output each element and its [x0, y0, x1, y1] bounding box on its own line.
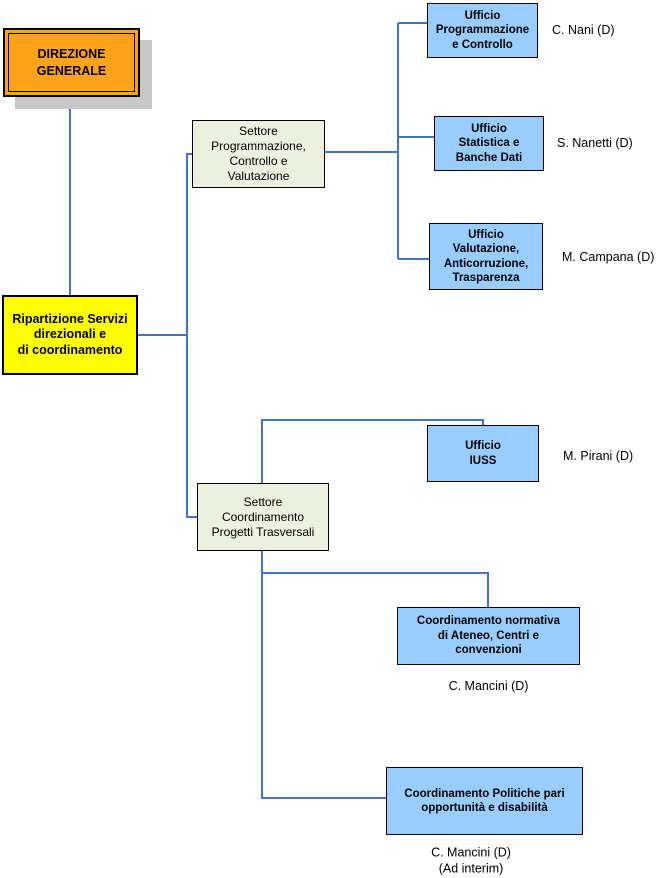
connector-branch-normativa: [262, 572, 489, 607]
node-settore-programmazione: Settore Programmazione, Controllo e Valu…: [192, 120, 325, 188]
manager-ufficio-programmazione: C. Nani (D): [552, 23, 615, 38]
node-settore-coordinamento: Settore Coordinamento Progetti Trasversa…: [197, 483, 329, 551]
node-ufficio-valutazione-anticorruzione: Ufficio Valutazione, Anticorruzione, Tra…: [429, 223, 543, 290]
manager-coordinamento-normativa: C. Mancini (D): [448, 679, 529, 694]
connector-left-trunk: [186, 153, 197, 518]
node-coordinamento-politiche: Coordinamento Politiche pari opportunità…: [386, 767, 583, 835]
manager-coordinamento-politiche: C. Mancini (D) (Ad interim): [431, 845, 511, 875]
node-coordinamento-normativa: Coordinamento normativa di Ateneo, Centr…: [397, 607, 580, 665]
node-direzione-generale-label: DIREZIONE GENERALE: [8, 33, 135, 92]
node-direzione-generale: DIREZIONE GENERALE: [3, 28, 140, 97]
node-ufficio-iuss: Ufficio IUSS: [427, 425, 539, 482]
manager-ufficio-statistica: S. Nanetti (D): [557, 136, 633, 151]
node-ufficio-statistica-banche-dati: Ufficio Statistica e Banche Dati: [434, 116, 544, 171]
node-ufficio-programmazione-controllo: Ufficio Programmazione e Controllo: [427, 3, 538, 58]
connector-settore2-politiche: [261, 551, 386, 799]
manager-ufficio-iuss: M. Pirani (D): [563, 449, 634, 464]
connector-settore2-iuss: [261, 419, 484, 483]
node-ripartizione-servizi: Ripartizione Servizi direzionali e di co…: [2, 295, 138, 375]
manager-ufficio-valutazione: M. Campana (D): [562, 250, 655, 265]
